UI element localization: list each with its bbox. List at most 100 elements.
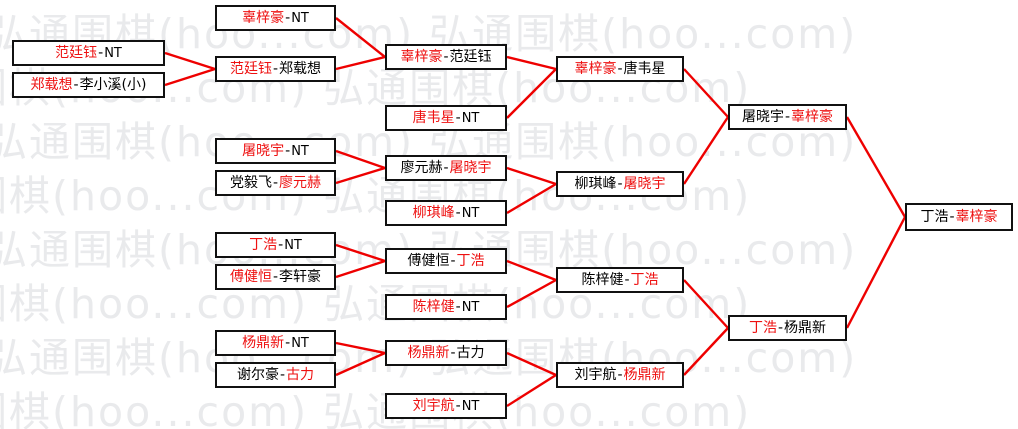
player-right: 杨鼎新: [623, 367, 666, 383]
connector-line: [506, 166, 557, 186]
player-right-nt: NT: [284, 237, 302, 253]
match-box[interactable]: 唐韦星-NT: [385, 105, 507, 131]
player-left: 刘宇航: [574, 367, 617, 383]
match-box[interactable]: 党毅飞-廖元赫: [215, 170, 336, 196]
player-right-nt: NT: [461, 205, 480, 221]
versus-separator: -: [285, 10, 291, 26]
player-left: 屠晓宇: [242, 143, 285, 159]
connector-line: [506, 278, 557, 309]
match-box[interactable]: 丁浩-杨鼎新: [728, 315, 847, 341]
player-left: 陈梓健: [581, 272, 624, 288]
connector-line: [506, 259, 557, 282]
versus-separator: -: [450, 345, 456, 361]
player-right: 李小溪(小): [79, 77, 147, 93]
connector-line: [683, 68, 729, 118]
match-box[interactable]: 屠晓宇-NT: [215, 138, 336, 164]
connector-line: [335, 55, 386, 71]
match-box[interactable]: 范廷钰-NT: [12, 40, 165, 66]
match-box[interactable]: 范廷钰-郑载想: [215, 56, 336, 82]
player-left: 丁浩: [920, 209, 949, 225]
versus-separator: -: [455, 299, 461, 315]
match-box[interactable]: 丁浩-辜梓豪: [905, 203, 1013, 231]
versus-separator: -: [949, 209, 955, 225]
player-right-nt: NT: [461, 398, 480, 414]
match-box[interactable]: 谢尔豪-古力: [215, 362, 336, 388]
versus-separator: -: [784, 109, 791, 125]
match-box[interactable]: 辜梓豪-范廷钰: [385, 44, 507, 70]
player-right: 古力: [456, 345, 485, 361]
player-left: 辜梓豪: [400, 49, 443, 65]
player-right: 唐韦星: [623, 61, 666, 77]
player-right: 杨鼎新: [784, 320, 827, 336]
versus-separator: -: [443, 160, 449, 176]
versus-separator: -: [278, 237, 284, 253]
watermark-text: 弘通围棋(hoo...com) 弘通围棋(hoo...com): [0, 388, 752, 429]
player-right: 辜梓豪: [955, 209, 998, 225]
player-left: 范廷钰: [55, 45, 98, 61]
match-box[interactable]: 丁浩-NT: [215, 232, 336, 258]
player-right: 屠晓宇: [449, 160, 492, 176]
player-left: 谢尔豪: [236, 367, 279, 383]
player-left: 范廷钰: [229, 61, 272, 77]
player-left: 党毅飞: [229, 175, 272, 191]
versus-separator: -: [98, 45, 104, 61]
player-right: 丁浩: [456, 253, 485, 269]
match-box[interactable]: 刘宇航-杨鼎新: [556, 362, 684, 388]
connector-line: [506, 182, 557, 215]
versus-separator: -: [272, 269, 279, 285]
player-left: 陈梓健: [412, 299, 455, 315]
connector-line: [506, 55, 557, 71]
match-box[interactable]: 郑载想-李小溪(小): [12, 72, 165, 98]
connector-line: [335, 17, 386, 58]
player-left: 丁浩: [748, 320, 777, 336]
connector-line: [683, 279, 729, 329]
versus-separator: -: [455, 398, 461, 414]
player-right: 李轩豪: [279, 269, 322, 285]
player-right-nt: NT: [291, 10, 309, 26]
player-right-nt: NT: [291, 335, 309, 351]
match-box[interactable]: 傅健恒-丁浩: [385, 248, 507, 274]
versus-separator: -: [455, 110, 461, 126]
player-left: 唐韦星: [412, 110, 455, 126]
player-right-nt: NT: [461, 299, 480, 315]
versus-separator: -: [450, 253, 456, 269]
match-box[interactable]: 陈梓健-丁浩: [556, 267, 684, 293]
match-box[interactable]: 傅健恒-李轩豪: [215, 264, 336, 290]
match-box[interactable]: 陈梓健-NT: [385, 294, 507, 320]
player-left: 屠晓宇: [741, 109, 784, 125]
match-box[interactable]: 辜梓豪-NT: [215, 5, 336, 31]
player-left: 辜梓豪: [242, 10, 285, 26]
match-box[interactable]: 柳琪峰-屠晓宇: [556, 171, 684, 197]
connector-line: [682, 116, 730, 185]
player-left: 杨鼎新: [407, 345, 450, 361]
versus-separator: -: [617, 367, 623, 383]
versus-separator: -: [272, 175, 279, 191]
player-left: 丁浩: [249, 237, 278, 253]
connector-line: [164, 67, 216, 87]
match-box[interactable]: 刘宇航-NT: [385, 393, 507, 419]
player-left: 杨鼎新: [242, 335, 285, 351]
player-right: 屠晓宇: [623, 176, 666, 192]
match-box[interactable]: 廖元赫-屠晓宇: [385, 155, 507, 181]
connector-line: [335, 166, 386, 185]
match-box[interactable]: 柳琪峰-NT: [385, 200, 507, 226]
versus-separator: -: [279, 367, 286, 383]
match-box[interactable]: 辜梓豪-唐韦星: [556, 56, 684, 82]
match-box[interactable]: 杨鼎新-古力: [385, 340, 507, 366]
connector-line: [845, 116, 907, 218]
player-right: 丁浩: [630, 272, 659, 288]
versus-separator: -: [617, 61, 623, 77]
versus-separator: -: [777, 320, 784, 336]
connector-line: [683, 327, 729, 376]
connector-line: [335, 149, 386, 170]
match-box[interactable]: 杨鼎新-NT: [215, 330, 336, 356]
connector-line: [506, 68, 557, 119]
connector-line: [164, 51, 216, 71]
versus-separator: -: [272, 61, 279, 77]
versus-separator: -: [617, 176, 623, 192]
connector-line: [335, 351, 386, 377]
match-box[interactable]: 屠晓宇-辜梓豪: [728, 104, 847, 130]
versus-separator: -: [624, 272, 630, 288]
connector-line: [335, 341, 386, 355]
